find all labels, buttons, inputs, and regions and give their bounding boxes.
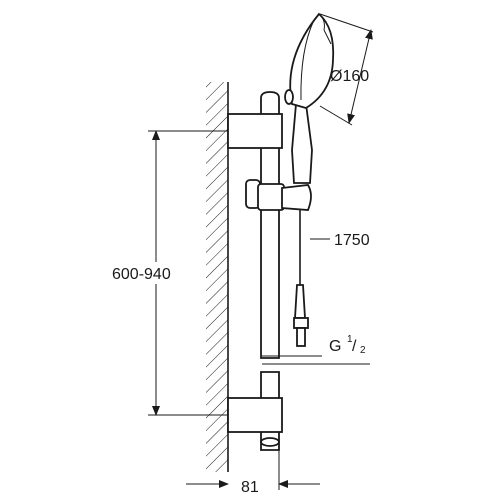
hose-tail <box>296 327 306 347</box>
holder-clamp <box>257 183 285 211</box>
hand-shower-side-button <box>284 89 294 105</box>
hand-shower-face-edge <box>318 13 325 31</box>
upper-wall-bracket <box>227 113 283 149</box>
dimension-wall-distance: 81 <box>186 432 320 496</box>
hose <box>293 210 309 347</box>
wall-hatching <box>206 82 228 472</box>
upper-bracket-body <box>227 113 283 149</box>
rail-range-label: 600-940 <box>112 266 171 283</box>
hand-shower-handle <box>291 103 313 184</box>
dimension-thread: G 1 / 2 <box>262 334 370 365</box>
hose-nut <box>293 317 309 329</box>
dimension-head-diameter: Ø160 <box>319 13 374 126</box>
hose-connector-body <box>294 284 306 319</box>
head-diameter-label: Ø160 <box>330 68 369 85</box>
thread-fraction-slash: / <box>352 338 357 355</box>
rail-end-cap <box>260 437 280 447</box>
hand-shower <box>284 12 335 184</box>
lower-bracket-body <box>227 397 283 433</box>
dimension-rail-range: 600-940 <box>112 130 228 416</box>
hand-shower-face-inner <box>300 19 315 101</box>
lower-wall-bracket <box>227 397 283 433</box>
rail-bar-upper <box>260 91 280 359</box>
diameter-extension-top <box>319 13 374 33</box>
diameter-dimension-line <box>347 29 373 124</box>
diameter-extension-bottom <box>319 105 353 126</box>
hose-length-label: 1750 <box>334 232 370 249</box>
hand-shower-spray-line <box>323 29 332 45</box>
thread-prefix-label: G <box>329 338 341 355</box>
holder-cradle <box>281 184 312 211</box>
wall <box>206 82 229 472</box>
thread-fraction-numerator: 1 <box>347 334 353 345</box>
sliding-holder <box>245 179 312 211</box>
hand-shower-head <box>289 12 335 109</box>
wall-distance-label: 81 <box>241 479 259 496</box>
dimension-hose-length: 1750 <box>310 232 370 249</box>
thread-fraction-denominator: 2 <box>360 345 366 356</box>
